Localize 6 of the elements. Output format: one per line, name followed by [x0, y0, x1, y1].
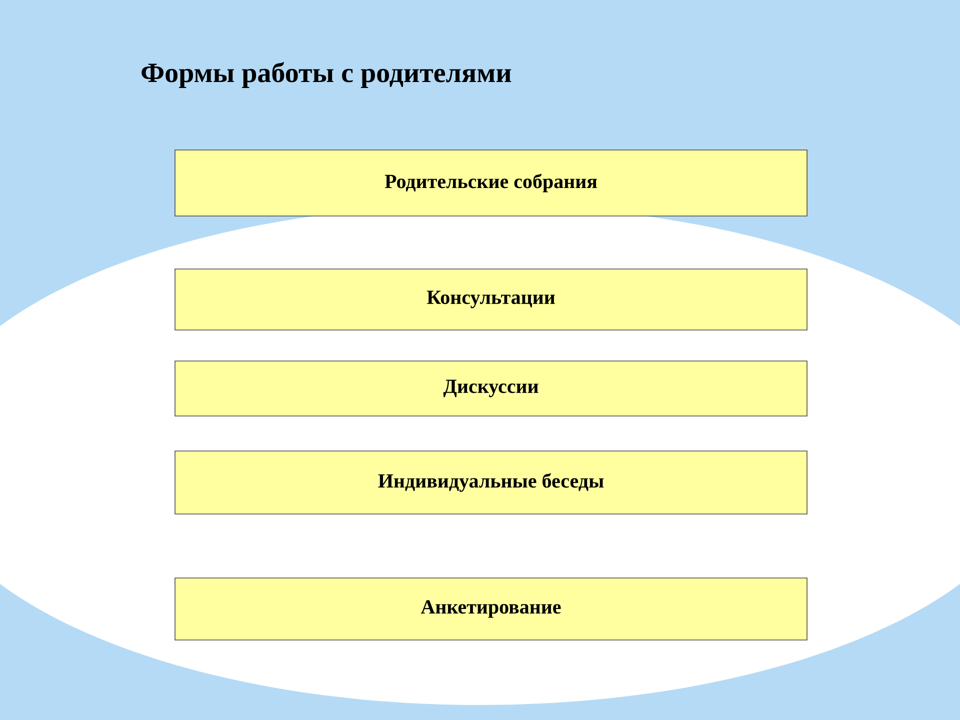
text-box: Консультации	[174, 268, 808, 330]
text-box: Индивидуальные беседы	[174, 450, 808, 514]
text-box: Родительские собрания	[174, 150, 808, 216]
text-box: Анкетирование	[174, 578, 808, 640]
text-box: Дискуссии	[174, 360, 808, 416]
title: Формы работы с родителями	[142, 62, 512, 88]
